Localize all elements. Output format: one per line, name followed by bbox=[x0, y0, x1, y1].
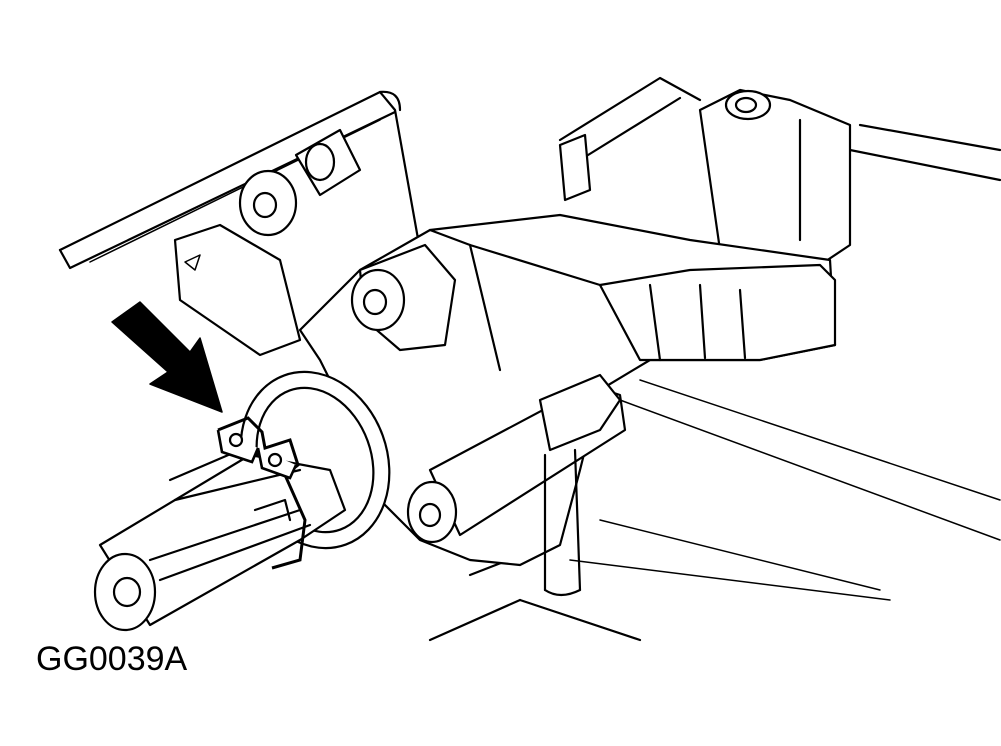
rear-pivot-boss bbox=[350, 243, 457, 352]
top-bracket bbox=[558, 88, 852, 272]
output-shaft bbox=[93, 448, 347, 632]
arrow-icon bbox=[111, 301, 223, 413]
frame-lines bbox=[58, 76, 1001, 642]
snap-ring bbox=[216, 416, 307, 570]
mounting-bracket bbox=[173, 223, 302, 357]
upper-pivot bbox=[238, 128, 362, 237]
side-cylinder bbox=[406, 373, 627, 597]
figure-code-label: GG0039A bbox=[36, 640, 188, 678]
